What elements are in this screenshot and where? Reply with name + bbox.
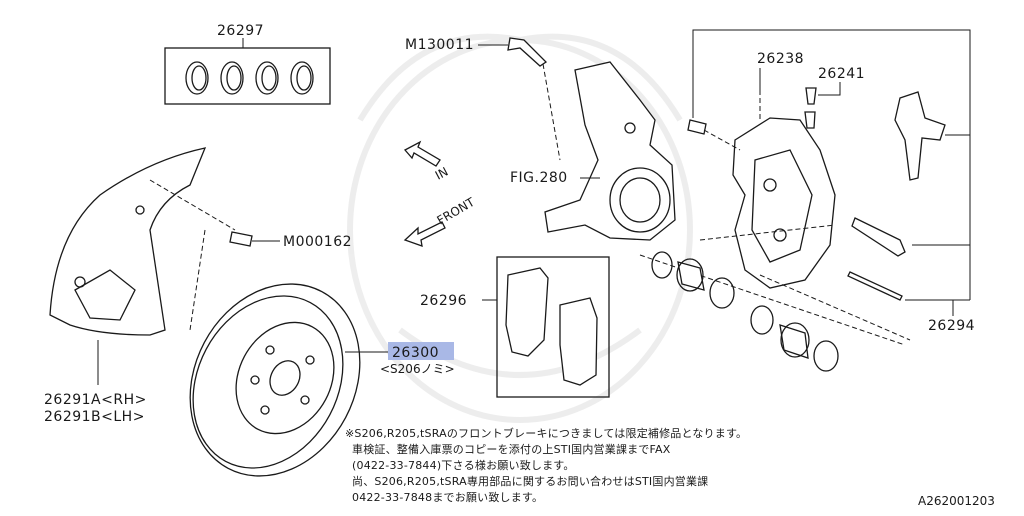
in-arrow-icon [403,140,441,167]
dust-cover [49,147,207,336]
note-line-1: ※S206,R205,tSRAのフロントブレーキにつきましては限定補修品となりま… [345,426,747,440]
piston-set [651,251,911,372]
direction-arrows: IN FRONT [403,140,478,247]
notes-block: ※S206,R205,tSRAのフロントブレーキにつきましては限定補修品となりま… [345,426,747,504]
cover-bolt-group: M000162 [229,231,352,250]
seal-kit-label: 26297 [217,23,264,39]
note-line-2: 車検証、整備入庫票のコピーを添付の上STI国内営業課までFAX [352,442,671,456]
guide-pin [851,217,906,257]
brake-pad-inner [505,267,549,357]
piston-2 [779,324,809,359]
front-arrow-icon [403,221,446,247]
cover-bolt-label: M000162 [283,234,352,250]
rotor-sub-label: <S206ノミ> [380,362,455,376]
note-line-5: 0422-33-7848までお願い致します。 [352,490,543,504]
diagram-id: A262001203 [918,494,995,508]
bleeder-label: 26241 [818,66,865,82]
seal-rings [185,61,314,95]
caliper-label: 26238 [757,51,804,67]
pad-spring-clip [894,91,946,181]
seal-kit-group: 26297 [164,23,331,105]
dust-cover-group: 26291A<RH> 26291B<LH> [44,147,236,425]
rotor-label[interactable]: 26300 [392,345,439,361]
brake-caliper [732,117,836,289]
pad-pin [847,271,903,301]
pad-set-label: 26296 [420,293,467,309]
knuckle-bolt-label: M130011 [405,37,474,53]
in-arrow-label: IN [433,164,451,182]
cover-lh-label: 26291B<LH> [44,409,145,425]
caliper-bolt [687,119,707,135]
knuckle-bolt [507,37,548,67]
cover-rh-label: 26291A<RH> [44,392,147,408]
pad-set-group: 26296 [420,256,610,398]
fig-ref-label: FIG.280 [510,170,568,186]
rotor-group: 26300 <S206ノミ> [189,283,455,477]
front-arrow-label: FRONT [435,195,478,228]
rotor-part-highlight[interactable] [388,342,454,360]
note-line-3: (0422-33-7844)下さる様お願い致します。 [352,458,575,472]
bleeder-valve [805,87,817,105]
caliper-group: 26238 [687,51,836,289]
bleeder-group: 26241 [804,66,865,129]
note-line-4: 尚、S206,R205,tSRA専用部品に関するお問い合わせはSTI国内営業課 [352,474,708,488]
caliper-kit-group: 26294 [639,29,975,346]
brake-pad-outer [559,297,598,386]
cover-bolt [229,231,253,247]
brake-rotor [189,283,361,477]
steering-knuckle [544,61,676,241]
caliper-kit-label: 26294 [928,318,975,334]
piston-1 [677,261,705,291]
knuckle-group: M130011 FIG.280 [405,37,676,241]
